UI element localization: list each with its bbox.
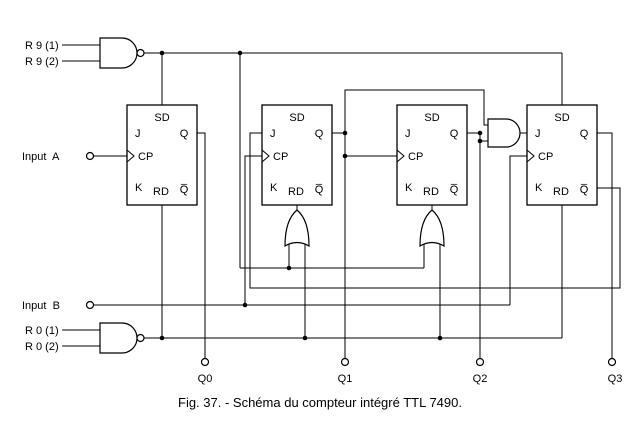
and-gate-body <box>487 118 521 148</box>
flipflop-2: SD J Q CP K RD Q̅ <box>261 104 333 206</box>
wire-q0-out <box>197 132 206 359</box>
clock-triangle-icon <box>396 149 405 163</box>
nand-gate-body <box>99 37 138 69</box>
rd-label: RD <box>288 186 304 198</box>
rd-label: RD <box>553 186 569 198</box>
clock-triangle-icon <box>126 149 135 163</box>
flipflop-4: SD J Q CP K RD Q̅ <box>526 104 598 206</box>
label-input-b: Input B <box>22 300 60 312</box>
terminal-q2 <box>475 357 485 367</box>
label-q1: Q1 <box>338 373 353 385</box>
qbar-label: Q̅ <box>180 184 189 196</box>
k-label: K <box>535 182 543 194</box>
reset-or-gate-ff2 <box>284 209 310 248</box>
j-label: J <box>535 128 541 140</box>
junction-dot <box>342 153 348 159</box>
flipflop-body <box>526 104 598 206</box>
j-label: J <box>135 128 141 140</box>
qbar-label: Q̅ <box>315 184 324 196</box>
junction-dot <box>237 50 243 56</box>
wire-q1-to-and <box>344 89 488 133</box>
j-and-gate-ff4 <box>487 118 521 148</box>
rd-label: RD <box>423 186 439 198</box>
junction-dot <box>477 138 483 144</box>
junction-dot <box>437 335 443 341</box>
label-r0-1: R 0 (1) <box>25 325 59 337</box>
wire-qbar4-to-j2 <box>249 132 621 289</box>
wire-b-to-cp4 <box>509 155 527 305</box>
r0-nand-gate <box>99 322 145 354</box>
label-q2: Q2 <box>473 373 488 385</box>
nand-gate-bubble <box>136 48 145 58</box>
j-label: J <box>405 128 411 140</box>
q-label: Q <box>180 128 189 140</box>
label-q0: Q0 <box>198 373 213 385</box>
nand-gate-bubble <box>136 333 145 343</box>
flipflop-body <box>396 104 468 206</box>
label-r9-2: R 9 (2) <box>25 56 59 68</box>
label-input-a: Input A <box>22 151 60 163</box>
r9-nand-gate <box>99 37 145 69</box>
flipflop-body <box>126 104 198 206</box>
clock-triangle-icon <box>526 149 535 163</box>
wire-q1-out <box>332 132 346 359</box>
label-q3: Q3 <box>608 373 623 385</box>
qbar-label: Q̅ <box>580 184 589 196</box>
junction-dot <box>242 302 248 308</box>
output-labels: Q0 Q1 Q2 Q3 <box>198 373 623 385</box>
flipflop-1: SD J Q CP K RD Q̅ <box>126 104 198 206</box>
label-r0-2: R 0 (2) <box>25 341 59 353</box>
or-gate-body <box>284 209 310 248</box>
flipflop-body <box>261 104 333 206</box>
q-label: Q <box>450 128 459 140</box>
q-label: Q <box>315 128 324 140</box>
label-r9-1: R 9 (1) <box>25 40 59 52</box>
junction-dot <box>286 265 292 271</box>
junction-dot <box>302 335 308 341</box>
wire-q2-out <box>467 132 481 359</box>
input-labels: R 9 (1) R 9 (2) Input A Input B R 0 (1) … <box>22 40 60 353</box>
flipflop-3: SD J Q CP K RD Q̅ <box>396 104 468 206</box>
junction-dot <box>477 130 483 136</box>
junction-dot <box>159 335 165 341</box>
nand-gate-body <box>99 322 138 354</box>
cp-label: CP <box>538 151 553 163</box>
sd-label: SD <box>289 112 304 124</box>
sd-label: SD <box>554 112 569 124</box>
terminal-input-a <box>85 151 95 161</box>
terminal-input-b <box>85 300 95 310</box>
terminal-q1 <box>340 357 350 367</box>
reset-or-gate-ff3 <box>419 209 445 248</box>
k-label: K <box>135 182 143 194</box>
cp-label: CP <box>408 151 423 163</box>
qbar-label: Q̅ <box>450 184 459 196</box>
k-label: K <box>270 182 278 194</box>
terminals <box>85 151 617 367</box>
terminal-q0 <box>200 357 210 367</box>
q-label: Q <box>580 128 589 140</box>
cp-label: CP <box>138 151 153 163</box>
k-label: K <box>405 182 413 194</box>
figure-caption: Fig. 37. - Schéma du compteur intégré TT… <box>178 395 462 410</box>
or-gate-body <box>419 209 445 248</box>
j-label: J <box>270 128 276 140</box>
junction-dot <box>342 130 348 136</box>
sd-label: SD <box>424 112 439 124</box>
cp-label: CP <box>273 151 288 163</box>
wire-b-to-cp2 <box>244 155 262 305</box>
junction-dot <box>159 50 165 56</box>
rd-label: RD <box>153 186 169 198</box>
clock-triangle-icon <box>261 149 270 163</box>
wire-q3-out <box>597 132 613 359</box>
sd-label: SD <box>154 112 169 124</box>
terminal-q3 <box>607 357 617 367</box>
junction-dots <box>159 50 483 341</box>
